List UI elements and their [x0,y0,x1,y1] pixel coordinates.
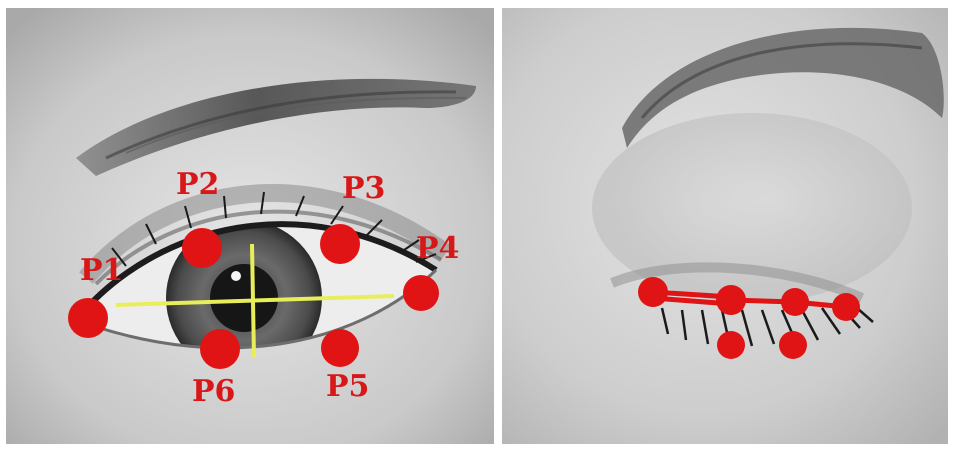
label-p5: P5 [326,369,369,404]
closed-landmark-5 [717,331,745,359]
landmark-p1 [68,298,108,338]
label-p1: P1 [80,253,123,288]
landmark-p3 [320,224,360,264]
closed-landmark-6 [779,331,807,359]
open-eye-panel: P1 P2 P3 P4 P5 P6 [6,8,494,444]
landmark-p2 [182,228,222,268]
closed-landmark-2 [716,285,746,315]
landmark-p4 [403,275,439,311]
closed-eye-panel [502,8,948,444]
label-p6: P6 [192,374,235,409]
label-p2: P2 [176,167,219,202]
open-eye-photo: P1 P2 P3 P4 P5 P6 [6,8,494,444]
label-p4: P4 [416,231,459,266]
landmark-p6 [200,329,240,369]
closed-landmark-3 [781,288,809,316]
pupil [210,264,278,332]
closed-landmark-1 [638,277,668,307]
vertical-axis-line [252,244,254,358]
label-p3: P3 [342,171,385,206]
closed-eye-photo [502,8,948,444]
closed-landmark-4 [832,293,860,321]
landmark-p5 [321,329,359,367]
eye-highlight [231,271,241,281]
